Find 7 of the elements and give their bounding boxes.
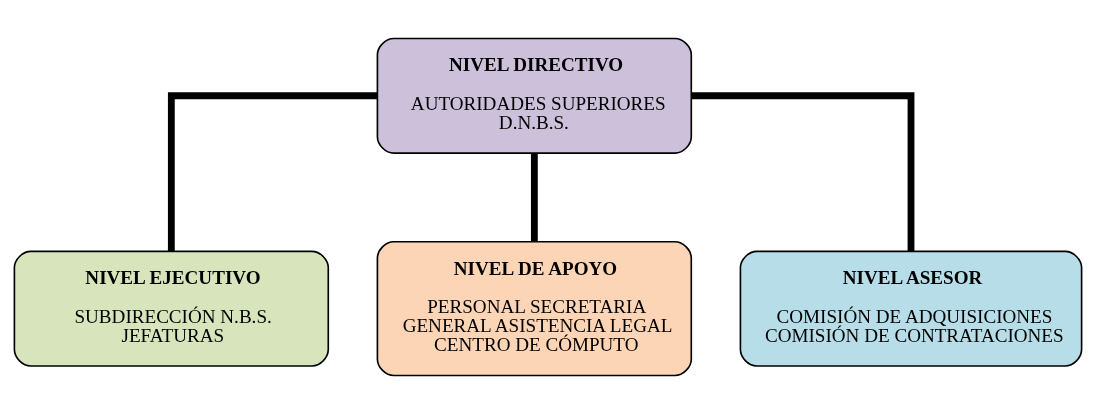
connector bbox=[167, 92, 378, 252]
node-box: NIVEL DIRECTIVO AUTORIDADES SUPERIORES D.N.B.S. bbox=[376, 37, 693, 154]
connector bbox=[691, 92, 915, 252]
node-box: NIVEL EJECUTIVO SUBDIRECCIÓN N.B.S. JEFATURAS bbox=[13, 250, 330, 367]
node-box: NIVEL DE APOYO PERSONAL SECRETARIA GENERAL ASISTENCIA LEGAL CENTRO DE CÓMPUTO bbox=[376, 241, 693, 377]
connector bbox=[530, 153, 538, 242]
node-box: NIVEL ASESOR COMISIÓN DE ADQUISICIONES COMISIÓN DE CONTRATACIONES bbox=[739, 250, 1083, 367]
